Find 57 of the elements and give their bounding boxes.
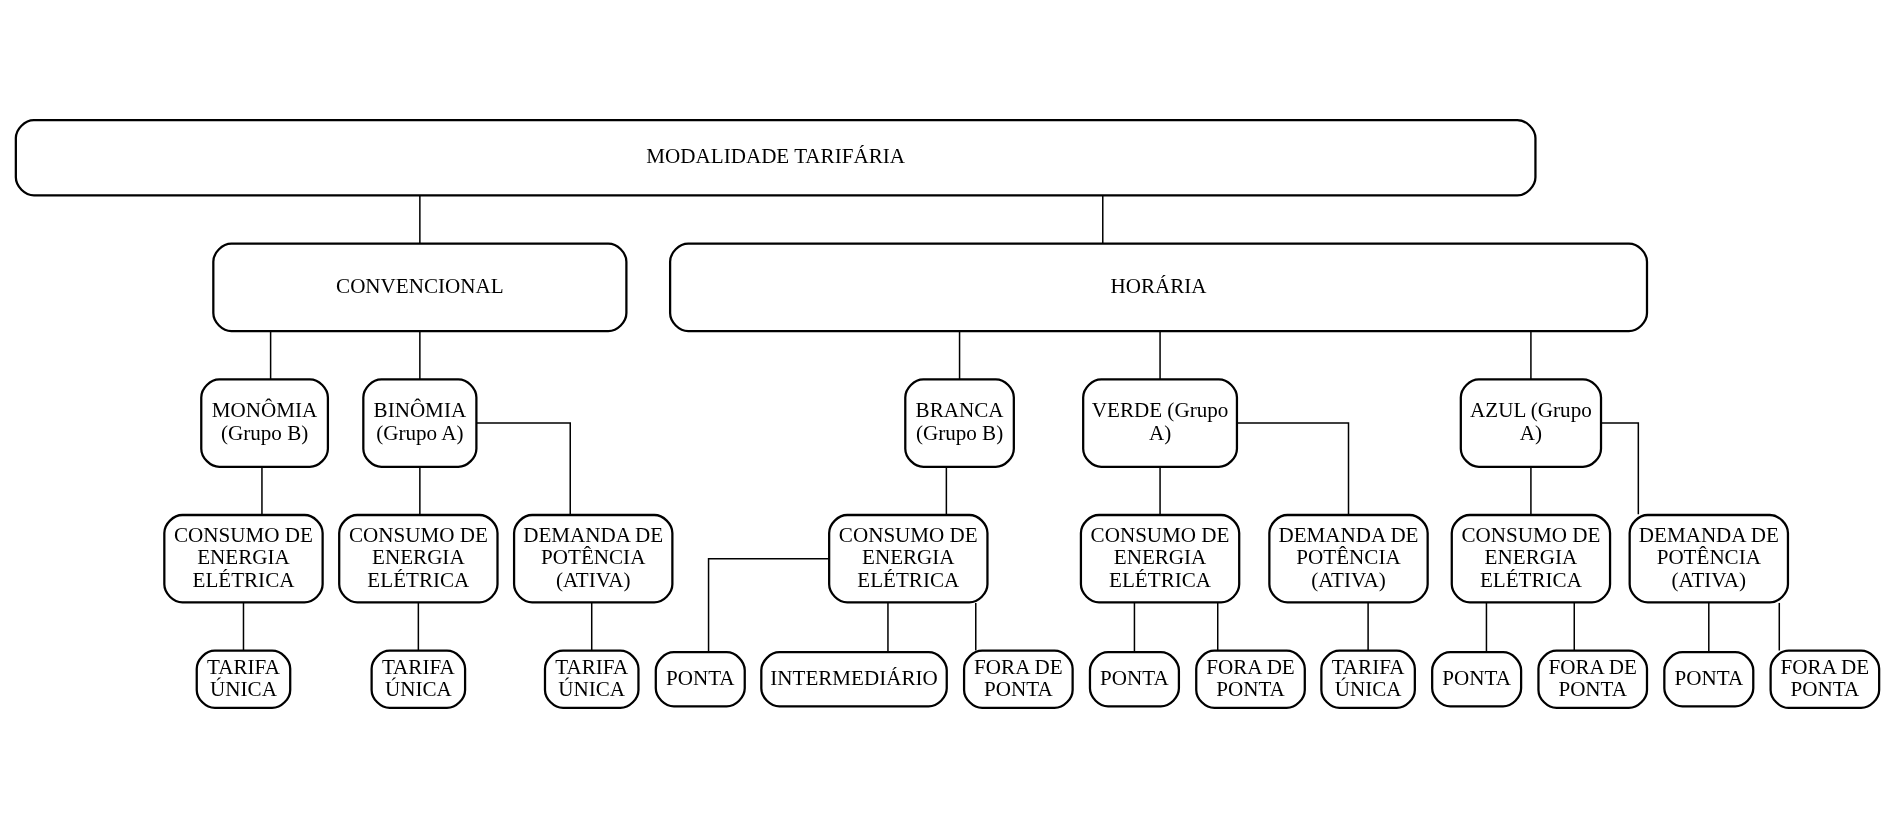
node-box: DEMANDA DE POTÊNCIA (ATIVA): [1628, 513, 1789, 604]
connector: [590, 602, 592, 652]
node-box: TARIFA ÚNICA: [370, 649, 466, 710]
connector: [269, 331, 271, 380]
connector: [1529, 331, 1532, 380]
connector: [1485, 602, 1487, 653]
node-box: DEMANDA DE POTÊNCIA (ATIVA): [1267, 513, 1429, 604]
connector: [1236, 422, 1349, 516]
node-box: MODALIDADE TARIFÁRIA: [14, 118, 1537, 197]
node-box: PONTA: [1088, 651, 1180, 708]
connector: [1101, 195, 1104, 245]
connector: [418, 466, 421, 516]
node-box: FORA DE PONTA: [1536, 649, 1648, 710]
node-box: TARIFA ÚNICA: [195, 649, 291, 710]
node-box: HORÁRIA: [668, 242, 1648, 333]
node-box: PONTA: [654, 651, 746, 708]
connector: [958, 331, 960, 380]
connector: [1158, 466, 1161, 516]
node-box: TARIFA ÚNICA: [543, 649, 640, 710]
connector: [886, 602, 889, 653]
node-box: CONVENCIONAL: [211, 242, 627, 333]
connector: [418, 195, 421, 245]
connector: [242, 602, 244, 652]
connector: [1158, 331, 1161, 380]
node-box: MONÔMIA (Grupo B): [199, 378, 329, 468]
node-box: TARIFA ÚNICA: [1319, 649, 1416, 710]
node-box: CONSUMO DE ENERGIA ELÉTRICA: [827, 513, 989, 604]
connector: [1133, 602, 1135, 653]
node-box: BRANCA (Grupo B): [903, 378, 1015, 468]
node-box: FORA DE PONTA: [962, 649, 1074, 710]
node-box: CONSUMO DE ENERGIA ELÉTRICA: [337, 513, 499, 604]
connector: [707, 557, 830, 653]
connector: [1573, 602, 1575, 652]
node-box: INTERMEDIÁRIO: [759, 651, 948, 708]
node-box: FORA DE PONTA: [1194, 649, 1306, 710]
node-box: CONSUMO DE ENERGIA ELÉTRICA: [162, 513, 324, 604]
node-box: CONSUMO DE ENERGIA ELÉTRICA: [1450, 513, 1611, 604]
connector: [1707, 602, 1710, 653]
connector: [418, 331, 421, 380]
node-box: PONTA: [1662, 651, 1754, 708]
node-box: CONSUMO DE ENERGIA ELÉTRICA: [1079, 513, 1240, 604]
connector: [1366, 602, 1369, 652]
connector: [1216, 602, 1218, 652]
node-box: BINÔMIA (Grupo A): [361, 378, 477, 468]
node-box: AZUL (Grupo A): [1459, 378, 1602, 468]
connector: [417, 602, 419, 652]
connector: [945, 466, 947, 516]
node-box: PONTA: [1430, 651, 1522, 708]
connector: [1529, 466, 1532, 516]
connector: [974, 602, 977, 652]
node-box: FORA DE PONTA: [1769, 649, 1880, 710]
connector: [475, 422, 571, 516]
connector: [1778, 602, 1780, 652]
connector: [260, 466, 263, 516]
node-box: DEMANDA DE POTÊNCIA (ATIVA): [512, 513, 673, 604]
connector: [1600, 422, 1639, 516]
node-box: VERDE (Grupo A): [1081, 378, 1238, 468]
